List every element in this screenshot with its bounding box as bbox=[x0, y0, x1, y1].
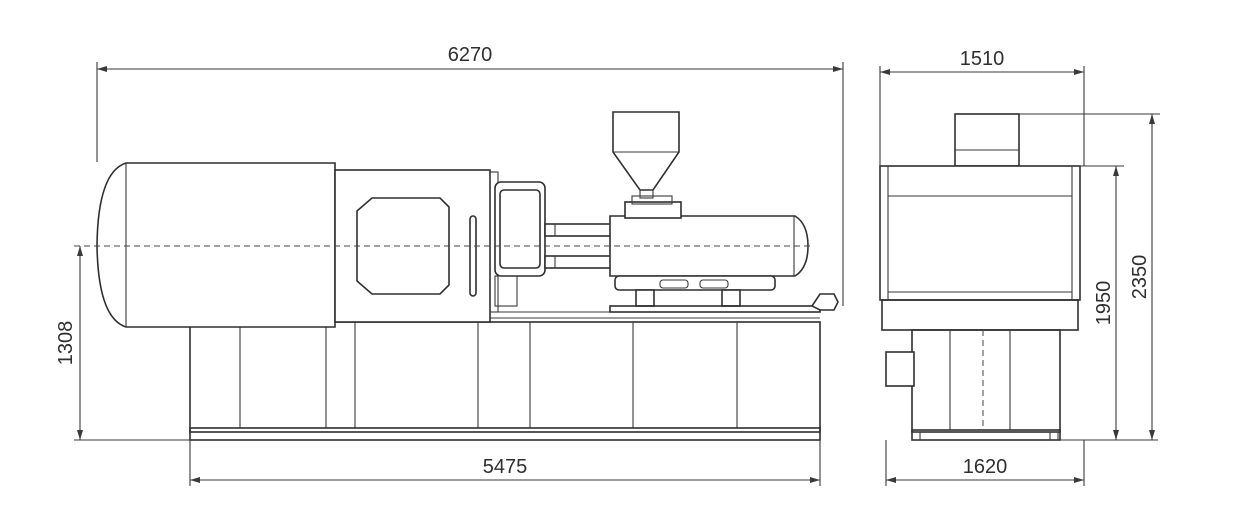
base-length-label: 5475 bbox=[483, 456, 528, 478]
fixed-platen bbox=[494, 181, 546, 307]
front-view: 6270 5475 1308 bbox=[55, 44, 844, 486]
dimension-side-total-height: 2350 bbox=[1019, 113, 1160, 440]
side-stand bbox=[881, 299, 1079, 441]
side-base-width-label: 1620 bbox=[963, 456, 1008, 478]
material-hopper bbox=[612, 111, 680, 199]
side-hopper bbox=[954, 113, 1020, 167]
side-top-width-label: 1510 bbox=[960, 48, 1005, 70]
dimension-side-top-width: 1510 bbox=[879, 48, 1085, 166]
dimension-side-base-width: 1620 bbox=[885, 440, 1085, 486]
injection-carriage bbox=[609, 275, 839, 313]
dimension-side-body-height: 1950 bbox=[1060, 165, 1158, 441]
clamp-cylinder bbox=[96, 162, 336, 328]
machine-base-frame bbox=[189, 311, 821, 441]
dimension-center-height: 1308 bbox=[55, 246, 190, 441]
side-body bbox=[879, 165, 1081, 301]
side-total-height-label: 2350 bbox=[1129, 255, 1151, 300]
side-view: 1510 1620 1950 2350 bbox=[879, 48, 1160, 486]
injection-unit bbox=[609, 195, 809, 277]
center-height-label: 1308 bbox=[55, 321, 77, 366]
dimension-overall-length: 6270 bbox=[96, 44, 844, 306]
side-body-height-label: 1950 bbox=[1093, 281, 1115, 326]
overall-length-label: 6270 bbox=[448, 44, 493, 66]
dimension-base-length: 5475 bbox=[189, 440, 821, 486]
